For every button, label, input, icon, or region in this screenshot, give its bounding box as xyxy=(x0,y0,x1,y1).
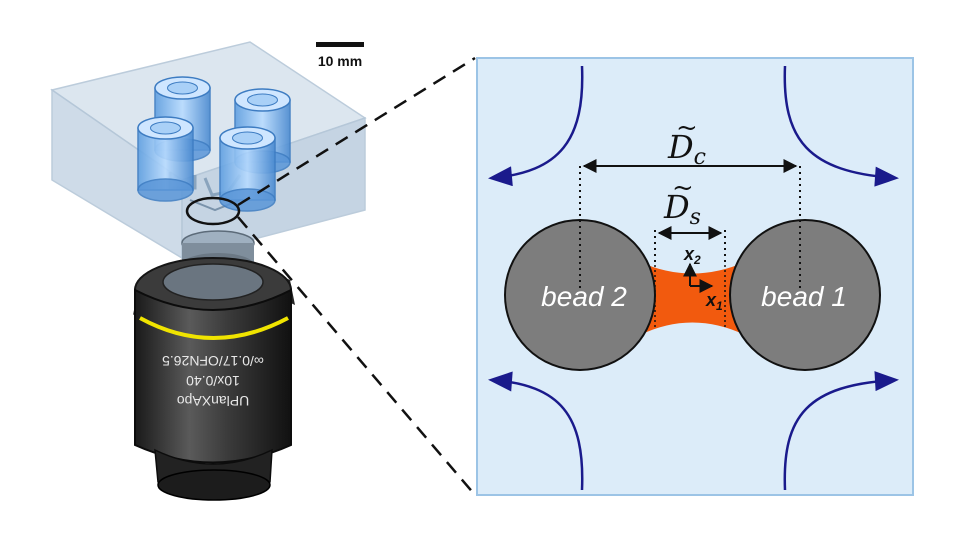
svg-text:Ds: Ds xyxy=(663,188,701,230)
scale-bar: 10 mm xyxy=(316,42,364,69)
dc-base: D xyxy=(667,128,694,166)
objective-text-line3: ∞/0.17/OFN26.5 xyxy=(162,353,264,369)
lens-yellow-ring xyxy=(139,316,289,340)
x1-base: x xyxy=(705,290,717,310)
flow-arrow-bottom-right xyxy=(783,371,899,491)
ds-sub: s xyxy=(690,205,701,230)
bead-left-label: bead 2 xyxy=(541,281,627,312)
bead-right-label: bead 1 xyxy=(761,281,847,312)
x2-base: x xyxy=(683,244,695,264)
reservoir-cylinders xyxy=(137,76,291,212)
zoom-line-top xyxy=(237,56,476,207)
flow-arrow-top-left xyxy=(488,65,584,187)
dc-tilde: ~ xyxy=(676,113,698,143)
scale-bar-label: 10 mm xyxy=(318,53,362,69)
dc-sub: c xyxy=(694,145,706,170)
flow-arrow-bottom-left xyxy=(488,371,584,491)
x2-sub: 2 xyxy=(693,253,701,267)
svg-text:x1: x1 xyxy=(705,290,723,313)
svg-text:x2: x2 xyxy=(683,244,701,267)
roi-ellipse xyxy=(185,196,241,226)
flow-arrow-top-right xyxy=(783,65,899,187)
bead-right xyxy=(729,219,881,371)
objective-text-line1: UPlanXApo xyxy=(177,393,250,409)
local-axes: x2 x1 xyxy=(683,244,723,313)
zoom-panel: ~ Dc ~ Ds x2 x1 bead 2 bead 1 xyxy=(476,57,914,496)
liquid-bridge xyxy=(640,262,745,335)
ds-label: ~ Ds xyxy=(663,173,701,230)
ds-tilde: ~ xyxy=(672,173,694,203)
ds-base: D xyxy=(663,188,690,226)
x1-sub: 1 xyxy=(716,299,723,313)
dc-label: ~ Dc xyxy=(667,113,706,170)
zoom-line-bottom xyxy=(237,216,476,496)
objective-text-line2: 10x/0.40 xyxy=(186,373,240,389)
flow-arrows xyxy=(488,65,899,491)
svg-text:Dc: Dc xyxy=(667,128,706,170)
microfluidic-device xyxy=(50,41,367,260)
objective-lens: UPlanXApo 10x/0.40 ∞/0.17/OFN26.5 xyxy=(133,230,295,501)
